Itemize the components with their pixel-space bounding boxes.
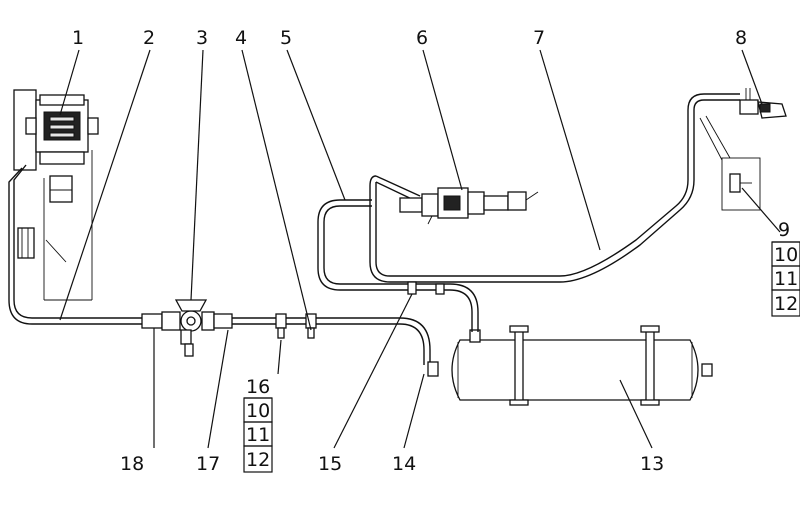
part-labels: 1 2 3 4 5 6 7 8 9 10 11 12 16 10 11 12 1… xyxy=(72,27,798,475)
label-17: 17 xyxy=(196,453,220,475)
label-3: 3 xyxy=(196,27,208,49)
leader-lines xyxy=(59,49,800,473)
air-receiver-tank xyxy=(451,325,713,406)
label-10: 10 xyxy=(774,244,798,266)
label-8: 8 xyxy=(735,27,747,49)
compressor-unit xyxy=(13,89,99,301)
label-11: 11 xyxy=(774,268,798,290)
label-13: 13 xyxy=(640,453,664,475)
label-4: 4 xyxy=(235,27,247,49)
label-12: 12 xyxy=(774,293,798,315)
label-2: 2 xyxy=(143,27,155,49)
pressure-device xyxy=(739,88,787,119)
label-6: 6 xyxy=(416,27,428,49)
label-1: 1 xyxy=(72,27,84,49)
loop-pipe xyxy=(317,93,740,332)
label-16: 16 xyxy=(246,376,270,398)
label-7: 7 xyxy=(533,27,545,49)
detail-callout xyxy=(699,115,761,211)
label-10-lower: 10 xyxy=(246,400,270,422)
valve-assembly xyxy=(141,299,439,377)
label-11-lower: 11 xyxy=(246,424,270,446)
label-14: 14 xyxy=(392,453,416,475)
label-15: 15 xyxy=(318,453,342,475)
label-9: 9 xyxy=(778,219,790,241)
label-12-lower: 12 xyxy=(246,449,270,471)
label-18: 18 xyxy=(120,453,144,475)
control-valve xyxy=(375,175,539,225)
label-5: 5 xyxy=(280,27,292,49)
